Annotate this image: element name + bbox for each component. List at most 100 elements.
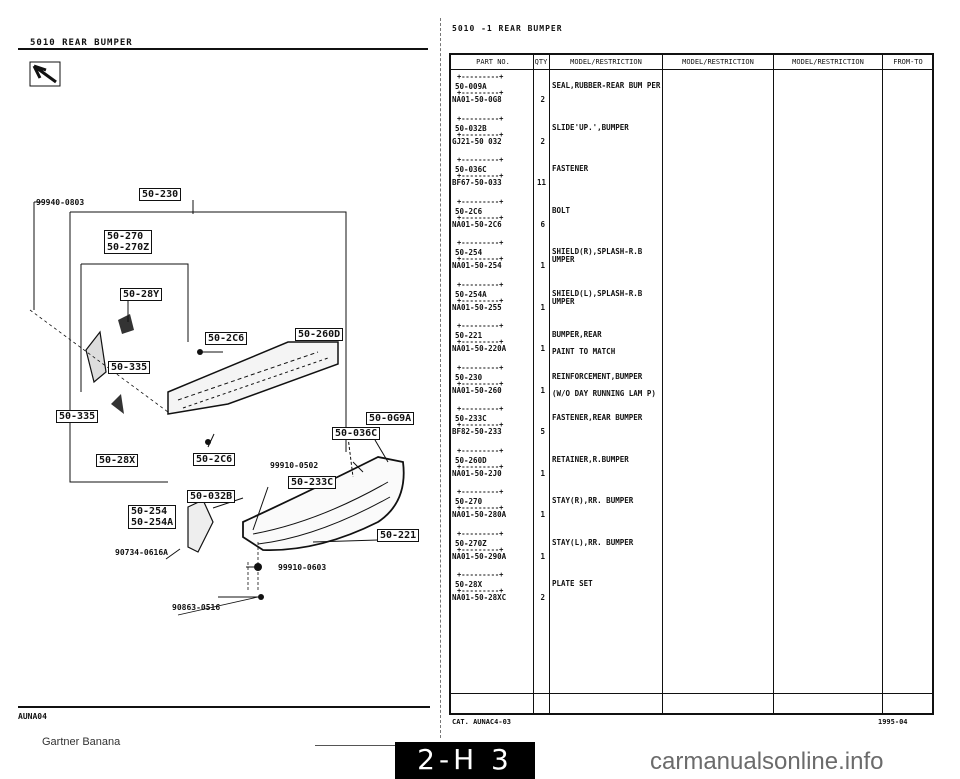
part-box-border: +---------+	[457, 571, 504, 579]
part-qty: 2	[540, 593, 545, 602]
part-description: REINFORCEMENT,BUMPER	[552, 371, 643, 381]
part-qty: 1	[540, 385, 545, 395]
callout-50-230: 50-230	[139, 188, 182, 201]
part-qty: 1	[540, 551, 545, 561]
part-box-border: +---------+	[457, 114, 504, 123]
table-bottom-rule	[451, 693, 932, 694]
label-99940-0803: 99940-0803	[36, 198, 85, 207]
table-row: +---------+50-009A+---------+NA01-50-0G8…	[451, 73, 936, 114]
exploded-parts-diagram	[29, 61, 405, 616]
part-number: NA01-50-260	[452, 385, 502, 395]
leader-lines	[127, 295, 389, 616]
callout-50-2C6-upper: 50-2C6	[205, 332, 248, 345]
part-box-border: +---------+	[457, 296, 504, 305]
callout-50-221: 50-221	[377, 529, 420, 542]
part-box-border: +---------+	[457, 488, 504, 496]
part-description: RETAINER,R.BUMPER	[552, 454, 629, 464]
table-row: +---------+50-221+---------+NA01-50-220A…	[451, 322, 936, 363]
part-box-border: +---------+	[457, 239, 504, 247]
part-ref-code: 50-009A	[455, 82, 487, 91]
part-box-border: +---------+	[457, 172, 504, 180]
column-header-qty: QTY	[534, 58, 548, 66]
part-qty: 1	[540, 302, 545, 312]
part-number: NA01-50-280A	[452, 510, 507, 519]
splash-shield	[187, 499, 214, 553]
part-box-border: +---------+	[457, 255, 504, 263]
part-box-border: +---------+	[457, 89, 504, 97]
callout-50-036C: 50-036C	[332, 427, 381, 440]
part-box-border: +---------+	[457, 421, 504, 429]
part-qty: 11	[537, 178, 547, 187]
front-direction-icon	[29, 61, 61, 87]
table-row: +---------+50-254A+---------+NA01-50-255…	[451, 281, 936, 322]
part-number: NA01-50-255	[452, 302, 502, 312]
part-ref-code: 50-270	[455, 497, 483, 506]
part-description: FASTENER	[552, 164, 589, 173]
part-box-border: +---------+	[457, 587, 504, 595]
part-number: NA01-50-254	[452, 261, 502, 270]
assembly-outline	[33, 200, 347, 483]
column-divider	[533, 55, 534, 713]
parts-table: PART NO. QTY MODEL/RESTRICTION MODEL/RES…	[449, 53, 934, 715]
column-header-model-3: MODEL/RESTRICTION	[792, 58, 864, 66]
callout-50-270: 50-270 50-270Z	[104, 230, 153, 254]
diagram-header: 5010 REAR BUMPER	[30, 38, 133, 48]
callout-50-28X: 50-28X	[96, 454, 139, 467]
part-box-border: +---------+	[457, 197, 504, 206]
part-ref-code: 50-036C	[455, 165, 487, 174]
callout-50-260D: 50-260D	[295, 328, 344, 341]
callout-50-233C: 50-233C	[288, 476, 337, 489]
catalog-code: AUNA04	[18, 712, 47, 721]
part-qty: 2	[540, 95, 545, 104]
column-divider	[882, 55, 883, 713]
part-number: NA01-50-290A	[452, 551, 507, 561]
callout-50-2C6-lower: 50-2C6	[193, 453, 236, 466]
callout-50-335-lower: 50-335	[56, 410, 99, 423]
banner-rule	[315, 745, 395, 746]
column-header-part-no: PART NO.	[476, 58, 510, 66]
part-ref-code: 50-230	[455, 372, 483, 382]
table-row: +---------+50-036C+---------+BF67-50-033…	[451, 156, 936, 197]
part-qty: 2	[540, 136, 545, 146]
part-box-border: +---------+	[457, 73, 504, 81]
part-box-border: +---------+	[457, 379, 504, 388]
part-qty: 1	[540, 468, 545, 478]
part-number: NA01-50-0G8	[452, 95, 502, 104]
part-qty: 1	[540, 261, 545, 270]
page-code-banner	[395, 742, 535, 779]
part-box-border: +---------+	[457, 446, 504, 455]
column-header-model-2: MODEL/RESTRICTION	[682, 58, 754, 66]
part-description: STAY(L),RR. BUMPER	[552, 537, 634, 547]
part-box-border: +---------+	[457, 545, 504, 554]
column-divider	[662, 55, 663, 713]
part-box-border: +---------+	[457, 462, 504, 471]
callout-50-335-upper: 50-335	[108, 361, 151, 374]
label-90734-0616A: 90734-0616A	[115, 548, 168, 557]
catalog-number: CAT. AUNAC4-03	[452, 718, 512, 726]
part-box-border: +---------+	[457, 130, 504, 139]
part-ref-code: 50-233C	[455, 414, 487, 423]
part-description: SEAL,RUBBER-REAR BUM PER	[552, 81, 661, 90]
part-description: SHIELD(R),SPLASH-R.B UMPER	[552, 247, 643, 264]
part-number: NA01-50-2J0	[452, 468, 502, 478]
part-description: SLIDE'UP.',BUMPER	[552, 122, 629, 132]
table-header-title: 5010 -1 REAR BUMPER	[452, 24, 563, 33]
column-header-model-1: MODEL/RESTRICTION	[570, 58, 642, 66]
part-ref-code: 50-270Z	[455, 538, 487, 548]
part-box-border: +---------+	[457, 504, 504, 512]
label-99910-0603: 99910-0603	[278, 563, 327, 572]
watermark-text: Gartner Banana	[42, 736, 121, 748]
bumper-stay-bracket	[29, 309, 169, 414]
callout-50-28Y: 50-28Y	[120, 288, 163, 301]
part-ref-code: 50-032B	[455, 123, 487, 133]
part-qty: 1	[540, 510, 545, 519]
label-90863-0516: 90863-0516	[172, 603, 221, 612]
catalog-date: 1995-04	[878, 718, 908, 726]
callout-50-032B: 50-032B	[187, 490, 236, 503]
page-divider	[440, 18, 442, 738]
part-ref-code: 50-254	[455, 248, 483, 257]
part-box-border: +---------+	[457, 213, 504, 222]
part-description-note: PAINT TO MATCH	[552, 347, 616, 356]
